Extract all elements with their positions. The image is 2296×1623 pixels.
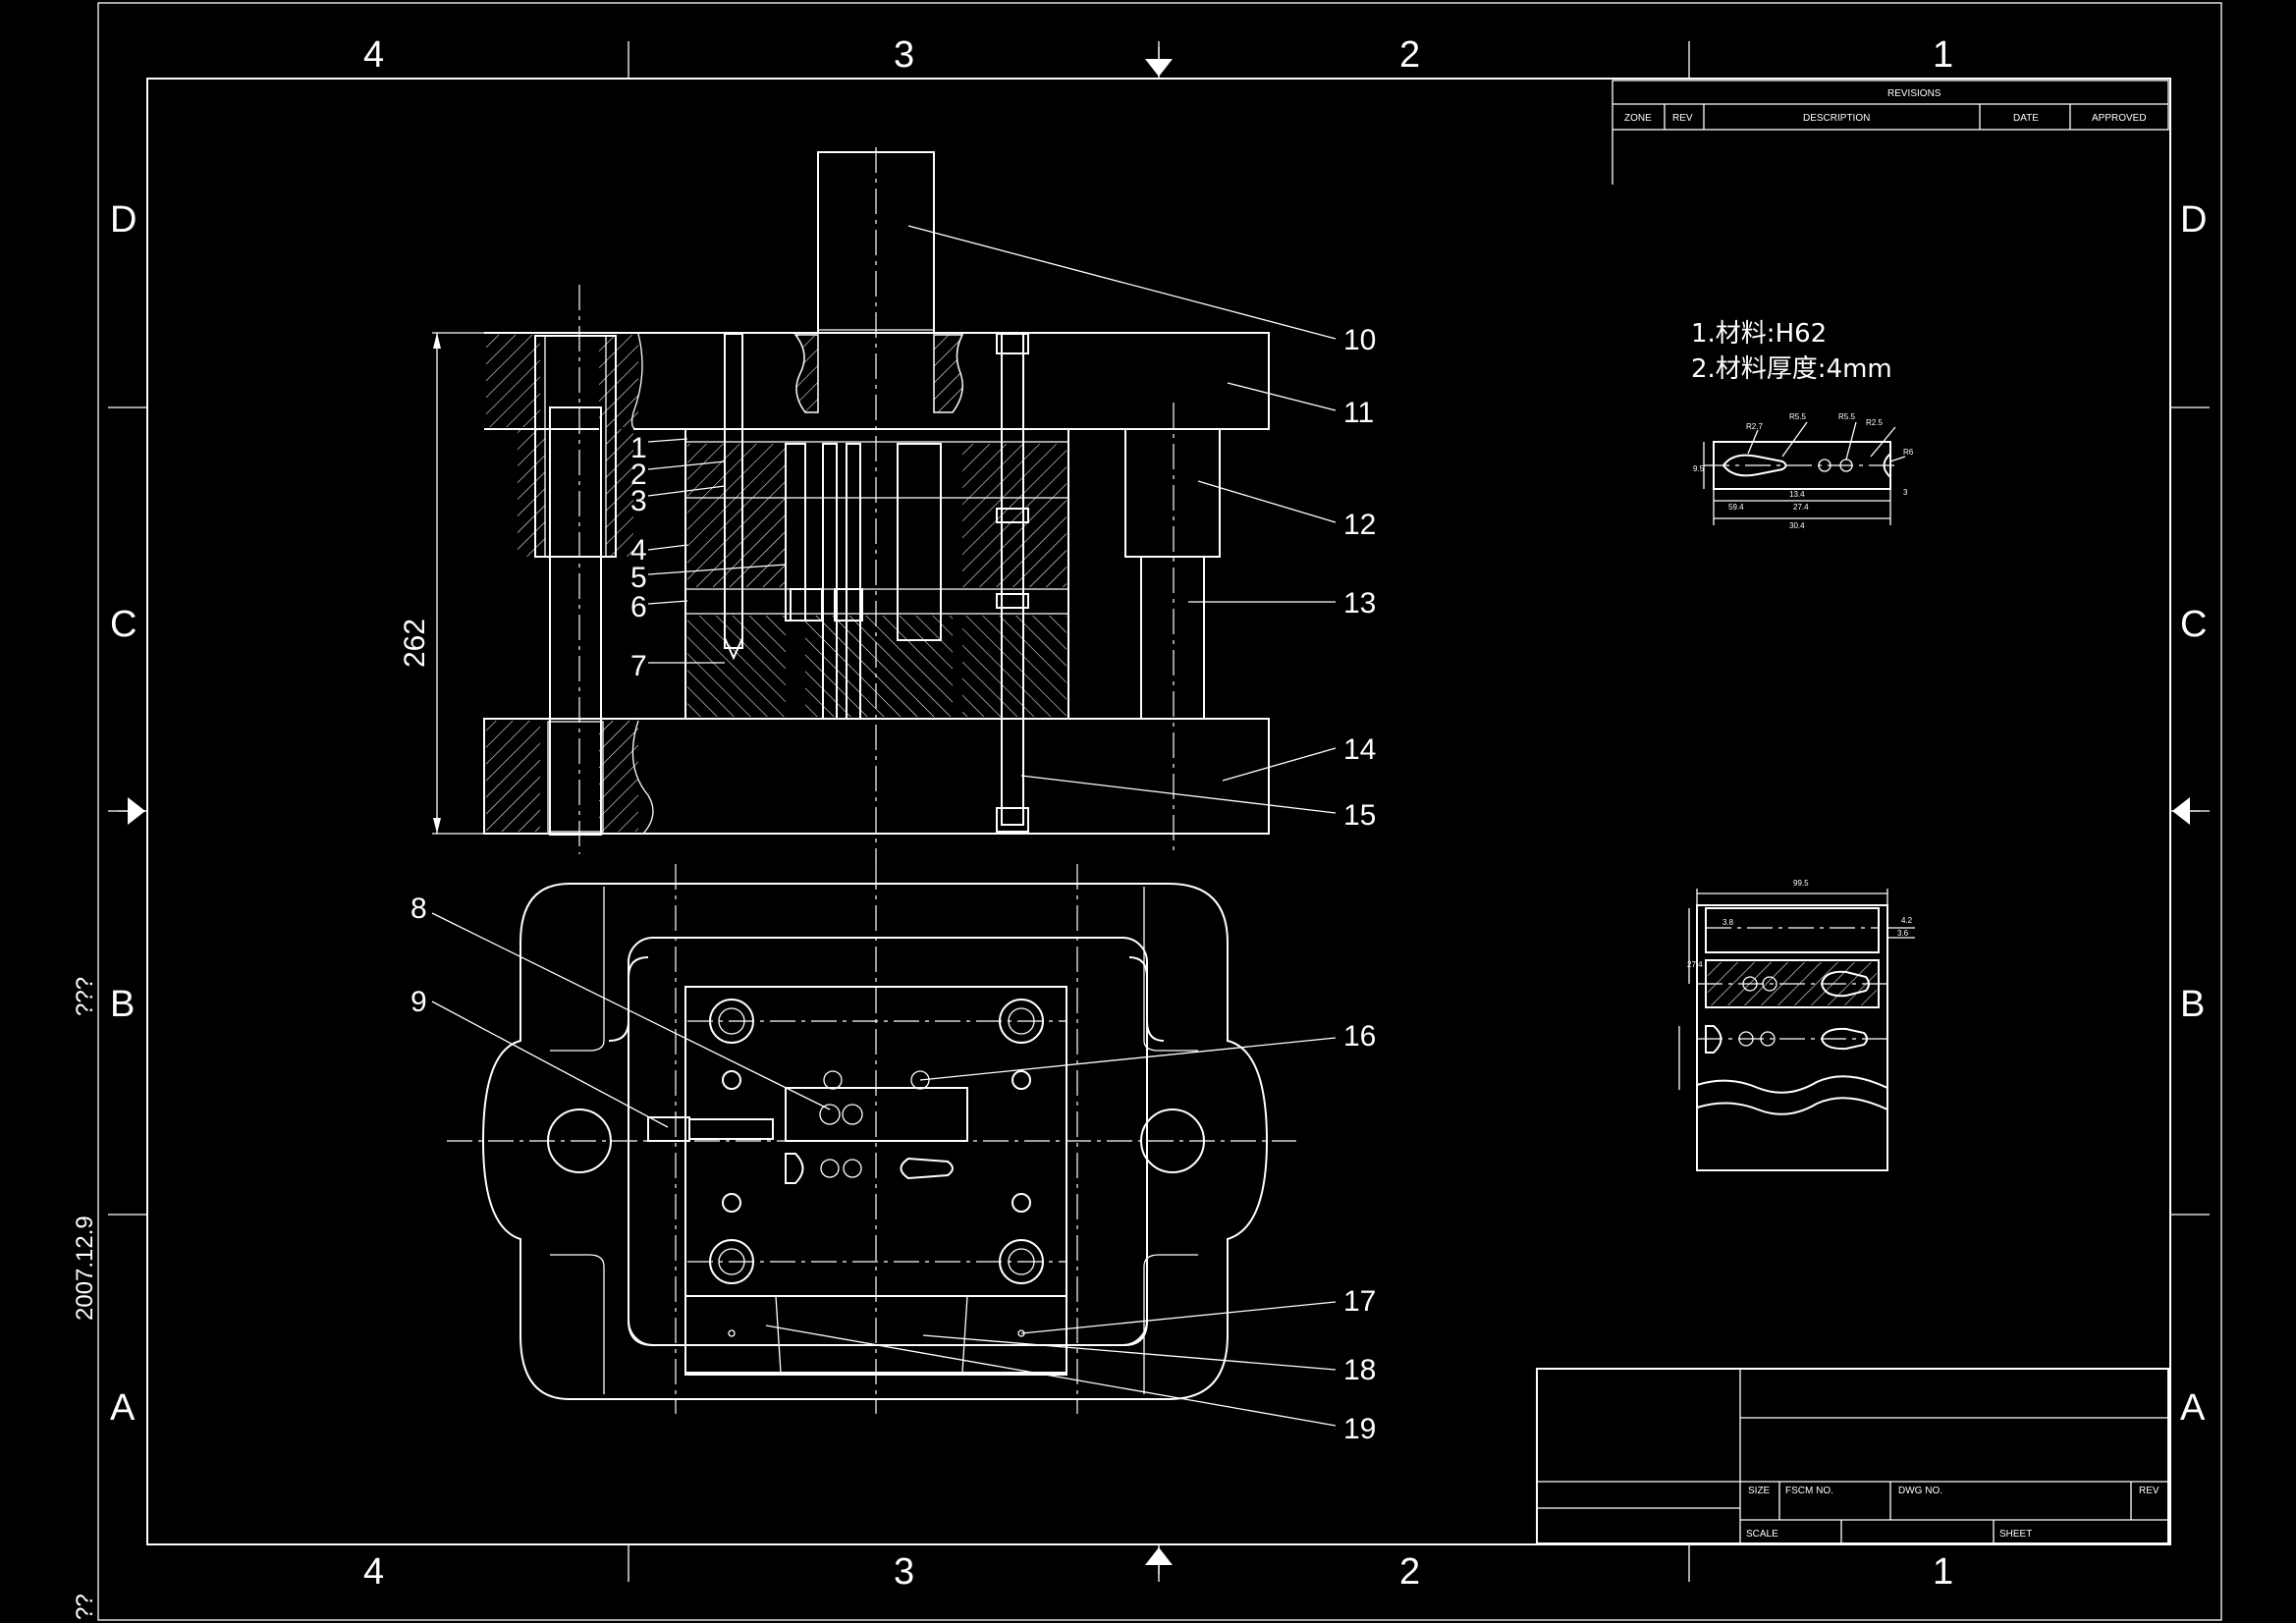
part-dim-594: 59.4 <box>1728 503 1744 512</box>
side-text-date: 2007.12.9 <box>72 1216 98 1321</box>
revisions-header-date: DATE <box>2013 113 2039 124</box>
part-dim-r55b: R5.5 <box>1838 412 1855 421</box>
callout-6: 6 <box>630 591 647 623</box>
callout-4: 4 <box>630 534 647 567</box>
zone-row-b-left: B <box>110 984 135 1025</box>
callout-14: 14 <box>1343 733 1376 766</box>
title-block-dwg-label: DWG NO. <box>1898 1486 1942 1496</box>
title-block-sheet-label: SHEET <box>1999 1529 2032 1540</box>
callout-19: 19 <box>1343 1413 1376 1445</box>
front-section-view <box>432 147 1270 864</box>
callout-15: 15 <box>1343 799 1376 832</box>
title-block: SIZE FSCM NO. DWG NO. REV SCALE SHEET <box>1536 1368 2169 1544</box>
revisions-header-zone: ZONE <box>1624 113 1652 124</box>
strip-layout: 99.5 4.2 3.6 27.4 3.8 <box>1678 879 1915 1171</box>
side-text-unknown-2: ?? <box>72 1594 98 1620</box>
callout-8: 8 <box>410 893 427 925</box>
zone-row-d-right: D <box>2180 199 2207 241</box>
revisions-header-description: DESCRIPTION <box>1803 113 1870 124</box>
callout-3: 3 <box>630 485 647 517</box>
strip-dim-38: 3.8 <box>1722 918 1734 927</box>
leader-lines <box>431 225 1337 1427</box>
outer-border <box>97 2 2222 1621</box>
strip-dim-274: 27.4 <box>1687 960 1703 969</box>
revisions-title: REVISIONS <box>1887 88 1941 99</box>
callout-12: 12 <box>1343 509 1376 541</box>
strip-dim-36: 3.6 <box>1897 929 1909 938</box>
title-block-scale-label: SCALE <box>1746 1529 1778 1540</box>
center-arrows <box>118 47 2200 1575</box>
callout-9: 9 <box>410 986 427 1018</box>
zone-row-d-left: D <box>110 199 137 241</box>
title-block-size-label: SIZE <box>1748 1486 1771 1496</box>
zone-col-1-top: 1 <box>1933 34 1953 76</box>
inner-border <box>146 78 2171 1545</box>
callout-18: 18 <box>1343 1354 1376 1386</box>
callout-13: 13 <box>1343 587 1376 620</box>
revisions-block: REVISIONS ZONE REV DESCRIPTION DATE APPR… <box>1612 80 2169 185</box>
zone-row-b-right: B <box>2180 984 2205 1025</box>
callout-5: 5 <box>630 562 647 594</box>
revisions-header-approved: APPROVED <box>2092 113 2147 124</box>
zone-col-4-top: 4 <box>363 34 384 76</box>
zone-col-2-bottom: 2 <box>1399 1551 1420 1593</box>
callout-1: 1 <box>630 432 647 464</box>
strip-dim-42: 4.2 <box>1901 916 1913 925</box>
plan-view <box>447 864 1296 1414</box>
callout-16: 16 <box>1343 1020 1376 1053</box>
title-block-rev-label: REV <box>2139 1486 2159 1496</box>
zone-col-4-bottom: 4 <box>363 1551 384 1593</box>
part-dim-95: 9.5 <box>1693 464 1705 473</box>
callout-17: 17 <box>1343 1285 1376 1318</box>
callout-11: 11 <box>1343 397 1374 429</box>
zone-col-3-top: 3 <box>894 34 914 76</box>
callout-7: 7 <box>630 650 647 682</box>
callout-2: 2 <box>630 459 647 491</box>
zone-row-a-right: A <box>2180 1387 2206 1429</box>
part-dim-134: 13.4 <box>1789 490 1805 499</box>
note-material: 1.材料:H62 <box>1691 319 1827 349</box>
zone-col-2-top: 2 <box>1399 34 1420 76</box>
dimension-height: 262 <box>399 619 431 668</box>
part-dim-r27: R2.7 <box>1746 422 1763 431</box>
note-material-thickness: 2.材料厚度:4mm <box>1691 354 1892 384</box>
side-text-unknown-1: ??? <box>72 977 98 1016</box>
zone-labels: 4 3 2 1 4 3 2 1 D C B A D C B A <box>110 34 2207 1593</box>
zone-col-3-bottom: 3 <box>894 1551 914 1593</box>
part-dim-3: 3 <box>1903 488 1908 497</box>
zone-ticks <box>108 41 2210 1582</box>
title-block-fscm-label: FSCM NO. <box>1785 1486 1833 1496</box>
zone-col-1-bottom: 1 <box>1933 1551 1953 1593</box>
part-dim-304: 30.4 <box>1789 521 1805 530</box>
strip-dim-width: 99.5 <box>1793 879 1809 888</box>
zone-row-c-right: C <box>2180 604 2207 645</box>
part-dim-274: 27.4 <box>1793 503 1809 512</box>
callout-10: 10 <box>1343 324 1376 356</box>
revisions-header-rev: REV <box>1672 113 1693 124</box>
part-dim-r25: R2.5 <box>1866 418 1883 427</box>
part-drawing: R2.7 R5.5 R5.5 R2.5 R6 9.5 13.4 27.4 30.… <box>1693 412 1914 530</box>
zone-row-a-left: A <box>110 1387 136 1429</box>
zone-row-c-left: C <box>110 604 137 645</box>
callouts: 1 2 3 4 5 6 7 8 9 10 11 12 13 14 15 16 1… <box>410 324 1376 1445</box>
part-dim-r55a: R5.5 <box>1789 412 1806 421</box>
part-dim-r6: R6 <box>1903 448 1914 457</box>
